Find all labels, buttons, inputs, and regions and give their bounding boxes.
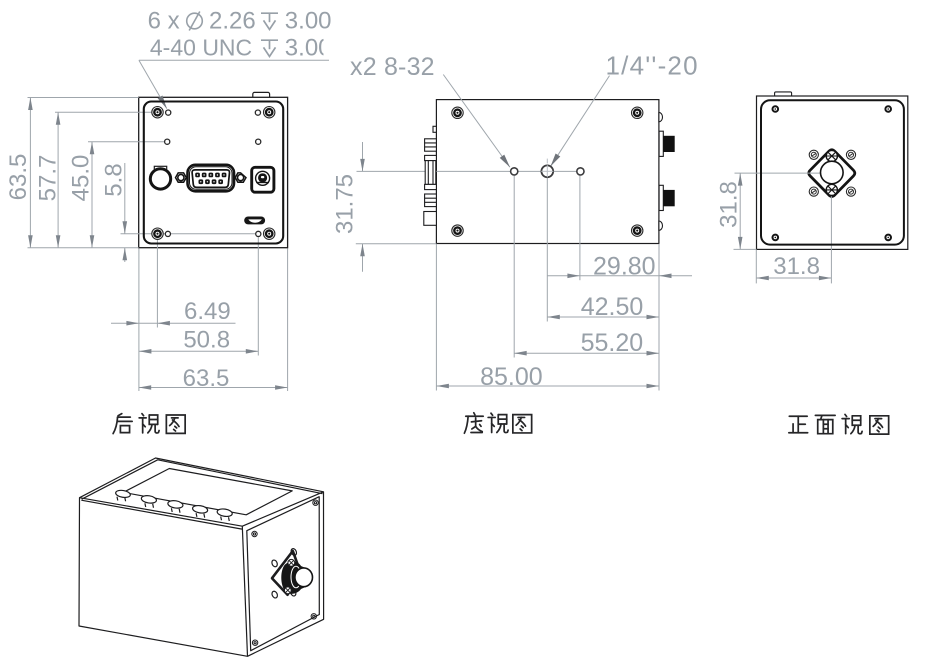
svg-text:31.75: 31.75 [332, 174, 359, 234]
svg-text:29.80: 29.80 [593, 253, 656, 281]
svg-text:x2 8-32: x2 8-32 [350, 53, 435, 81]
svg-text:63.5: 63.5 [5, 154, 32, 201]
svg-text:50.8: 50.8 [183, 326, 230, 353]
svg-text:63.5: 63.5 [183, 365, 230, 392]
svg-text:31.8: 31.8 [773, 253, 820, 280]
svg-text:4-40 UNC: 4-40 UNC [150, 34, 252, 60]
svg-text:2.26: 2.26 [209, 7, 256, 34]
svg-text:55.20: 55.20 [581, 329, 644, 357]
svg-text:85.00: 85.00 [480, 363, 543, 391]
svg-text:5.8: 5.8 [101, 163, 128, 196]
svg-text:1/4''-20: 1/4''-20 [606, 51, 699, 81]
svg-text:3.00: 3.00 [285, 7, 332, 34]
svg-text:42.50: 42.50 [581, 293, 644, 321]
svg-text:6 x: 6 x [148, 7, 180, 34]
svg-text:45.0: 45.0 [68, 155, 95, 202]
svg-text:6.49: 6.49 [184, 298, 231, 325]
svg-text:57.7: 57.7 [35, 155, 62, 202]
svg-text:31.8: 31.8 [716, 181, 743, 228]
